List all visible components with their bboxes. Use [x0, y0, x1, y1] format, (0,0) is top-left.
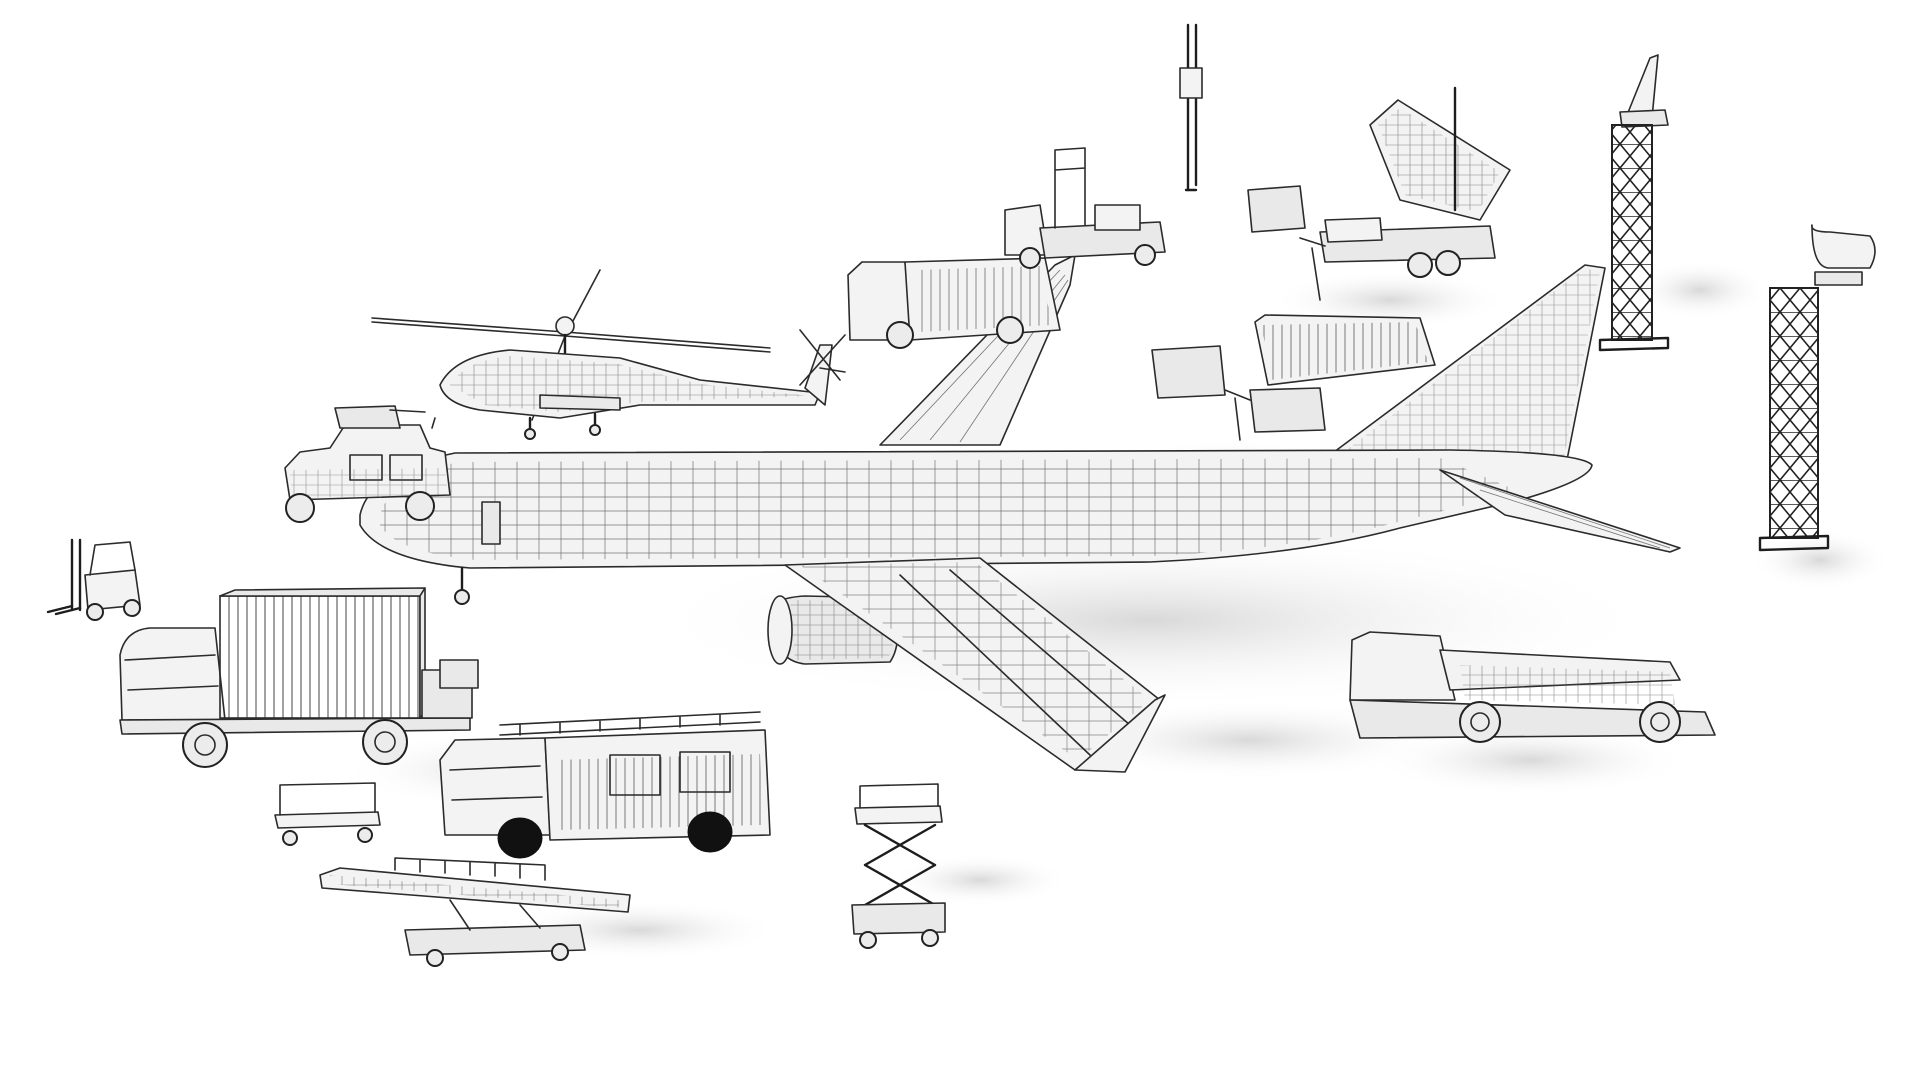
belt-loader[interactable] — [319, 857, 631, 967]
attack-helicopter[interactable] — [371, 269, 846, 440]
airliner[interactable] — [359, 254, 1681, 773]
aircraft-tug-cab — [1349, 631, 1456, 701]
aircraft-tug-chassis — [1349, 699, 1716, 739]
humvee-wheel — [285, 493, 315, 523]
container-truck[interactable] — [119, 587, 479, 768]
fuel-truck[interactable] — [847, 257, 1061, 349]
forklift-forks — [46, 604, 82, 616]
scissor-lift-platform — [854, 805, 943, 825]
forklift[interactable] — [46, 538, 141, 621]
container-truck-chassis — [119, 717, 471, 735]
container-truck-cab — [119, 627, 226, 721]
fire-truck-ladder — [499, 711, 761, 736]
scissor-lift-arms — [863, 823, 937, 907]
antenna-mast[interactable] — [1179, 23, 1203, 192]
forklift-cage — [89, 541, 136, 576]
helicopter-tail-fin — [804, 344, 833, 406]
generator-truck[interactable] — [1004, 147, 1166, 269]
fire-truck-wheel — [497, 817, 543, 859]
helicopter-weapon-pod — [539, 394, 621, 411]
container-truck-wheel — [182, 722, 228, 768]
lattice-tower-radar[interactable] — [1758, 224, 1876, 552]
scissor-lift-base — [851, 902, 946, 935]
airliner-nose-gear — [454, 566, 470, 605]
lattice-tower-structure — [1611, 124, 1653, 341]
shipping-container — [219, 595, 421, 719]
belt-loader-base — [404, 924, 586, 956]
helicopter-tail-rotor — [799, 329, 846, 386]
radar-dish — [1811, 224, 1876, 269]
belt-loader-rail — [394, 857, 546, 881]
lattice-tower-missile[interactable] — [1598, 54, 1670, 352]
airliner-winglet — [1074, 694, 1166, 773]
helicopter-main-rotor — [371, 269, 771, 421]
radar-tower-structure — [1769, 287, 1819, 539]
missile-launcher-stowed[interactable] — [1151, 314, 1436, 441]
humvee-turret — [334, 405, 401, 429]
container-truck-equipment — [421, 659, 479, 719]
armored-humvee[interactable] — [284, 405, 451, 523]
baggage-cart-deck — [274, 811, 381, 829]
scissor-lift[interactable] — [851, 783, 946, 949]
fire-truck-cab — [439, 737, 551, 836]
forklift-mast — [70, 538, 82, 612]
fire-truck-shutter — [609, 754, 661, 796]
airliner-door — [481, 501, 501, 545]
baggage-cart[interactable] — [274, 782, 381, 846]
aircraft-tug-wheel — [1459, 701, 1501, 743]
missile-launcher-raised[interactable] — [1247, 86, 1511, 301]
launcher-stowed-base — [1249, 387, 1326, 433]
generator-truck-mast — [1054, 147, 1086, 229]
launcher-tractor — [1247, 185, 1306, 233]
aircraft-tug[interactable] — [1349, 631, 1716, 743]
fire-truck[interactable] — [439, 711, 771, 859]
